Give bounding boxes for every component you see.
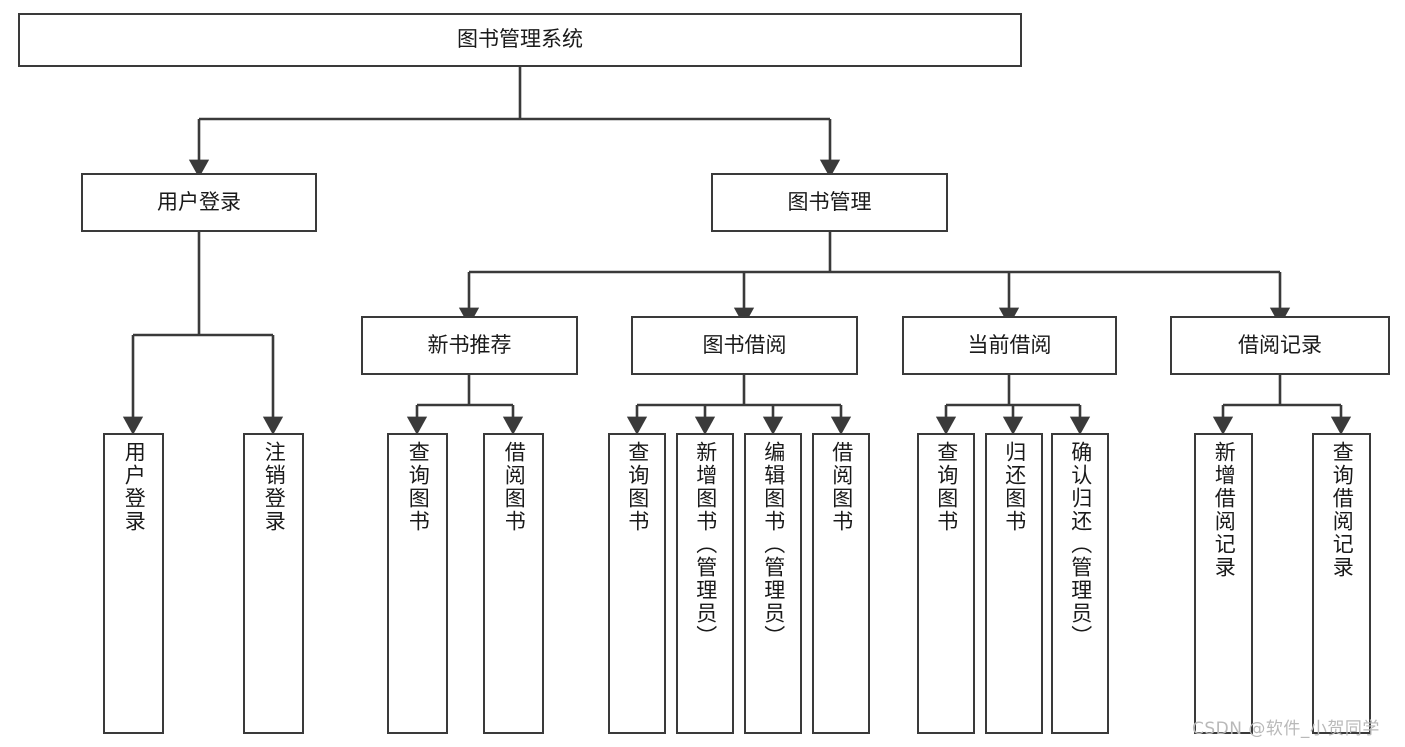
node-book-manage[interactable]: 图书管理 bbox=[711, 173, 948, 232]
node-label: 查询图书 bbox=[625, 441, 650, 533]
node-label: 归还图书 bbox=[1002, 441, 1027, 533]
node-leaf-return-book[interactable]: 归还图书 bbox=[985, 433, 1043, 734]
node-label: 查询图书 bbox=[934, 441, 959, 533]
node-label: 查询图书 bbox=[406, 441, 431, 533]
node-leaf-add-book[interactable]: 新增图书（管理员） bbox=[676, 433, 734, 734]
node-user-login[interactable]: 用户登录 bbox=[81, 173, 317, 232]
node-leaf-add-record[interactable]: 新增借阅记录 bbox=[1194, 433, 1253, 734]
node-current-borrow[interactable]: 当前借阅 bbox=[902, 316, 1117, 375]
node-label: 编辑图书（管理员） bbox=[761, 441, 786, 648]
node-new-book-recommend[interactable]: 新书推荐 bbox=[361, 316, 578, 375]
node-leaf-borrow-book-2[interactable]: 借阅图书 bbox=[812, 433, 870, 734]
node-label: 借阅图书 bbox=[502, 441, 527, 533]
node-leaf-confirm-return[interactable]: 确认归还（管理员） bbox=[1051, 433, 1109, 734]
node-label: 注销登录 bbox=[262, 441, 287, 533]
node-root-system[interactable]: 图书管理系统 bbox=[18, 13, 1022, 67]
node-borrow-record[interactable]: 借阅记录 bbox=[1170, 316, 1390, 375]
node-label: 当前借阅 bbox=[967, 332, 1052, 357]
node-book-borrow[interactable]: 图书借阅 bbox=[631, 316, 858, 375]
node-leaf-borrow-book-1[interactable]: 借阅图书 bbox=[483, 433, 544, 734]
node-label: 用户登录 bbox=[122, 441, 147, 533]
node-label: 图书管理系统 bbox=[457, 27, 583, 52]
node-label: 新增图书（管理员） bbox=[693, 441, 718, 648]
node-label: 图书借阅 bbox=[702, 332, 787, 357]
csdn-watermark: CSDN @软件_小贺同学 bbox=[1192, 719, 1380, 739]
node-label: 用户登录 bbox=[157, 189, 241, 214]
node-label: 图书管理 bbox=[787, 189, 872, 214]
node-leaf-logout-login[interactable]: 注销登录 bbox=[243, 433, 304, 734]
node-leaf-user-login[interactable]: 用户登录 bbox=[103, 433, 164, 734]
node-label: 确认归还（管理员） bbox=[1068, 441, 1093, 648]
node-label: 借阅记录 bbox=[1238, 332, 1322, 357]
node-label: 新增借阅记录 bbox=[1212, 441, 1237, 579]
node-leaf-query-book-1[interactable]: 查询图书 bbox=[387, 433, 448, 734]
node-leaf-edit-book[interactable]: 编辑图书（管理员） bbox=[744, 433, 802, 734]
node-leaf-query-book-2[interactable]: 查询图书 bbox=[608, 433, 666, 734]
node-leaf-query-book-3[interactable]: 查询图书 bbox=[917, 433, 975, 734]
node-label: 查询借阅记录 bbox=[1330, 441, 1355, 579]
node-label: 新书推荐 bbox=[427, 332, 512, 357]
node-label: 借阅图书 bbox=[829, 441, 854, 533]
node-leaf-query-record[interactable]: 查询借阅记录 bbox=[1312, 433, 1371, 734]
